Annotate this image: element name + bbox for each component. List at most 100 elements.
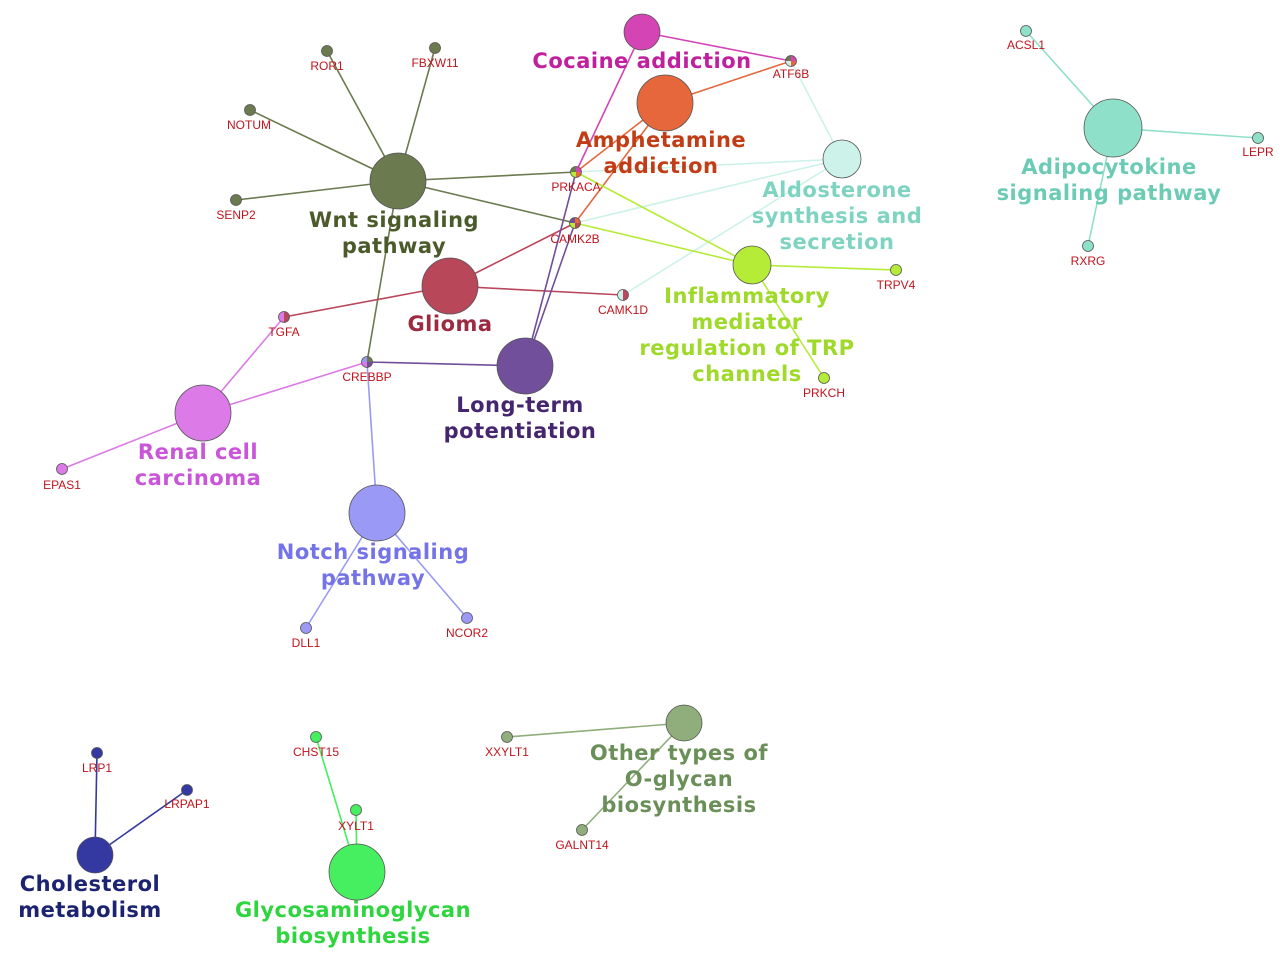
gene-label-xylt1: XYLT1 bbox=[338, 819, 374, 833]
gene-label-lrp1: LRP1 bbox=[82, 761, 112, 775]
gene-node-lrp1[interactable] bbox=[91, 747, 103, 759]
pathway-node-cocaine[interactable] bbox=[623, 13, 661, 51]
pathway-label-line: Long-term bbox=[456, 393, 584, 417]
pathway-label-line: Glioma bbox=[407, 312, 492, 336]
gene-node-epas1[interactable] bbox=[56, 463, 68, 475]
gene-node-acsl1[interactable] bbox=[1020, 25, 1032, 37]
gene-node-chst15[interactable] bbox=[310, 731, 322, 743]
pathway-node-aldosterone[interactable] bbox=[822, 139, 862, 179]
pathway-label-cocaine: Cocaine addiction bbox=[532, 49, 751, 73]
gene-label-dll1: DLL1 bbox=[292, 636, 321, 650]
pathway-node-notch[interactable] bbox=[348, 484, 406, 542]
gene-label-acsl1: ACSL1 bbox=[1007, 38, 1045, 52]
gene-label-tgfa: TGFA bbox=[268, 325, 299, 339]
pathway-node-wnt[interactable] bbox=[369, 152, 427, 210]
gene-label-xxylt1: XXYLT1 bbox=[485, 745, 529, 759]
gene-label-atf6b: ATF6B bbox=[773, 67, 809, 81]
gene-node-xylt1[interactable] bbox=[350, 804, 362, 816]
pathway-node-inflammatory[interactable] bbox=[732, 245, 772, 285]
pathway-label-line: Adipocytokine bbox=[1021, 155, 1196, 179]
gene-node-senp2[interactable] bbox=[230, 194, 242, 206]
edge-glioma-camk1d bbox=[449, 285, 624, 296]
gene-label-ror1: ROR1 bbox=[310, 59, 344, 73]
edge-cocaine-prkaca bbox=[575, 31, 643, 173]
gene-node-trpv4[interactable] bbox=[890, 264, 902, 276]
gene-label-rxrg: RXRG bbox=[1071, 254, 1106, 268]
pathway-label-line: Notch signaling bbox=[277, 540, 469, 564]
gene-label-lepr: LEPR bbox=[1242, 145, 1274, 159]
edge-wnt-camk2b bbox=[397, 180, 576, 224]
edge-aldosterone-prkaca bbox=[575, 158, 843, 173]
edge-inflammatory-trpv4 bbox=[751, 264, 897, 271]
gene-node-camk1d[interactable] bbox=[617, 289, 629, 301]
gene-node-dll1[interactable] bbox=[300, 622, 312, 634]
gene-label-galnt14: GALNT14 bbox=[555, 838, 609, 852]
edge-cocaine-atf6b bbox=[641, 31, 792, 62]
pathway-node-oglycan[interactable] bbox=[665, 704, 703, 742]
pathway-node-cholesterol[interactable] bbox=[76, 836, 114, 874]
edge-wnt-crebbp bbox=[366, 180, 399, 363]
gene-node-rxrg[interactable] bbox=[1082, 240, 1094, 252]
gene-node-ncor2[interactable] bbox=[461, 612, 473, 624]
gene-label-prkaca: PRKACA bbox=[551, 180, 600, 194]
pathway-label-line: mediator bbox=[691, 310, 802, 334]
pathway-label-line: biosynthesis bbox=[275, 924, 430, 948]
pathway-label-line: signaling pathway bbox=[997, 181, 1222, 205]
pathway-node-ltp[interactable] bbox=[496, 337, 554, 395]
pathway-label-line: Other types of bbox=[590, 741, 768, 765]
nodes-layer bbox=[56, 13, 1264, 901]
gene-node-lrpap1[interactable] bbox=[181, 784, 193, 796]
pathway-node-glioma[interactable] bbox=[421, 257, 479, 315]
pathway-node-adipocytokine[interactable] bbox=[1083, 98, 1143, 158]
pathway-label-line: pathway bbox=[321, 566, 425, 590]
gene-label-epas1: EPAS1 bbox=[43, 478, 81, 492]
gene-label-trpv4: TRPV4 bbox=[877, 278, 916, 292]
gene-node-ror1[interactable] bbox=[321, 45, 333, 57]
gene-node-prkaca[interactable] bbox=[570, 166, 582, 178]
edge-aldosterone-camk2b bbox=[574, 158, 843, 224]
pathway-label-line: biosynthesis bbox=[601, 793, 756, 817]
gene-label-lrpap1: LRPAP1 bbox=[164, 797, 209, 811]
gene-node-atf6b[interactable] bbox=[785, 55, 797, 67]
pathway-label-line: addiction bbox=[604, 154, 719, 178]
edge-wnt-prkaca bbox=[397, 171, 577, 182]
gene-label-fbxw11: FBXW11 bbox=[411, 56, 458, 70]
gene-label-chst15: CHST15 bbox=[293, 745, 339, 759]
gene-node-fbxw11[interactable] bbox=[429, 42, 441, 54]
pathway-label-line: O-glycan bbox=[625, 767, 733, 791]
gene-node-galnt14[interactable] bbox=[576, 824, 588, 836]
pathway-label-line: Amphetamine bbox=[576, 128, 746, 152]
pathway-label-line: Wnt signaling bbox=[309, 208, 479, 232]
gene-node-notum[interactable] bbox=[244, 104, 256, 116]
pathway-label-line: Glycosaminoglycan bbox=[235, 898, 471, 922]
gene-node-xxylt1[interactable] bbox=[501, 731, 513, 743]
pathway-label-line: channels bbox=[692, 362, 801, 386]
gene-node-crebbp[interactable] bbox=[361, 356, 373, 368]
gene-node-tgfa[interactable] bbox=[278, 311, 290, 323]
pathway-label-line: synthesis and bbox=[752, 204, 923, 228]
edge-oglycan-xxylt1 bbox=[506, 722, 685, 738]
gene-node-camk2b[interactable] bbox=[569, 217, 581, 229]
gene-label-ncor2: NCOR2 bbox=[446, 626, 488, 640]
edge-inflammatory-camk2b bbox=[574, 222, 753, 266]
gene-node-prkch[interactable] bbox=[818, 372, 830, 384]
pathway-label-line: Renal cell bbox=[138, 440, 258, 464]
edge-renal-crebbp bbox=[202, 361, 368, 414]
pathway-node-renal[interactable] bbox=[174, 384, 232, 442]
pathway-label-line: metabolism bbox=[18, 898, 162, 922]
pathway-node-amphetamine[interactable] bbox=[636, 74, 694, 132]
edge-oglycan-galnt14 bbox=[581, 722, 685, 831]
gene-label-crebbp: CREBBP bbox=[342, 370, 391, 384]
pathway-node-glycosaminoglycan[interactable] bbox=[328, 843, 386, 901]
pathway-label-line: secretion bbox=[780, 230, 895, 254]
edge-ltp-prkaca bbox=[524, 171, 577, 367]
gene-node-lepr[interactable] bbox=[1252, 132, 1264, 144]
